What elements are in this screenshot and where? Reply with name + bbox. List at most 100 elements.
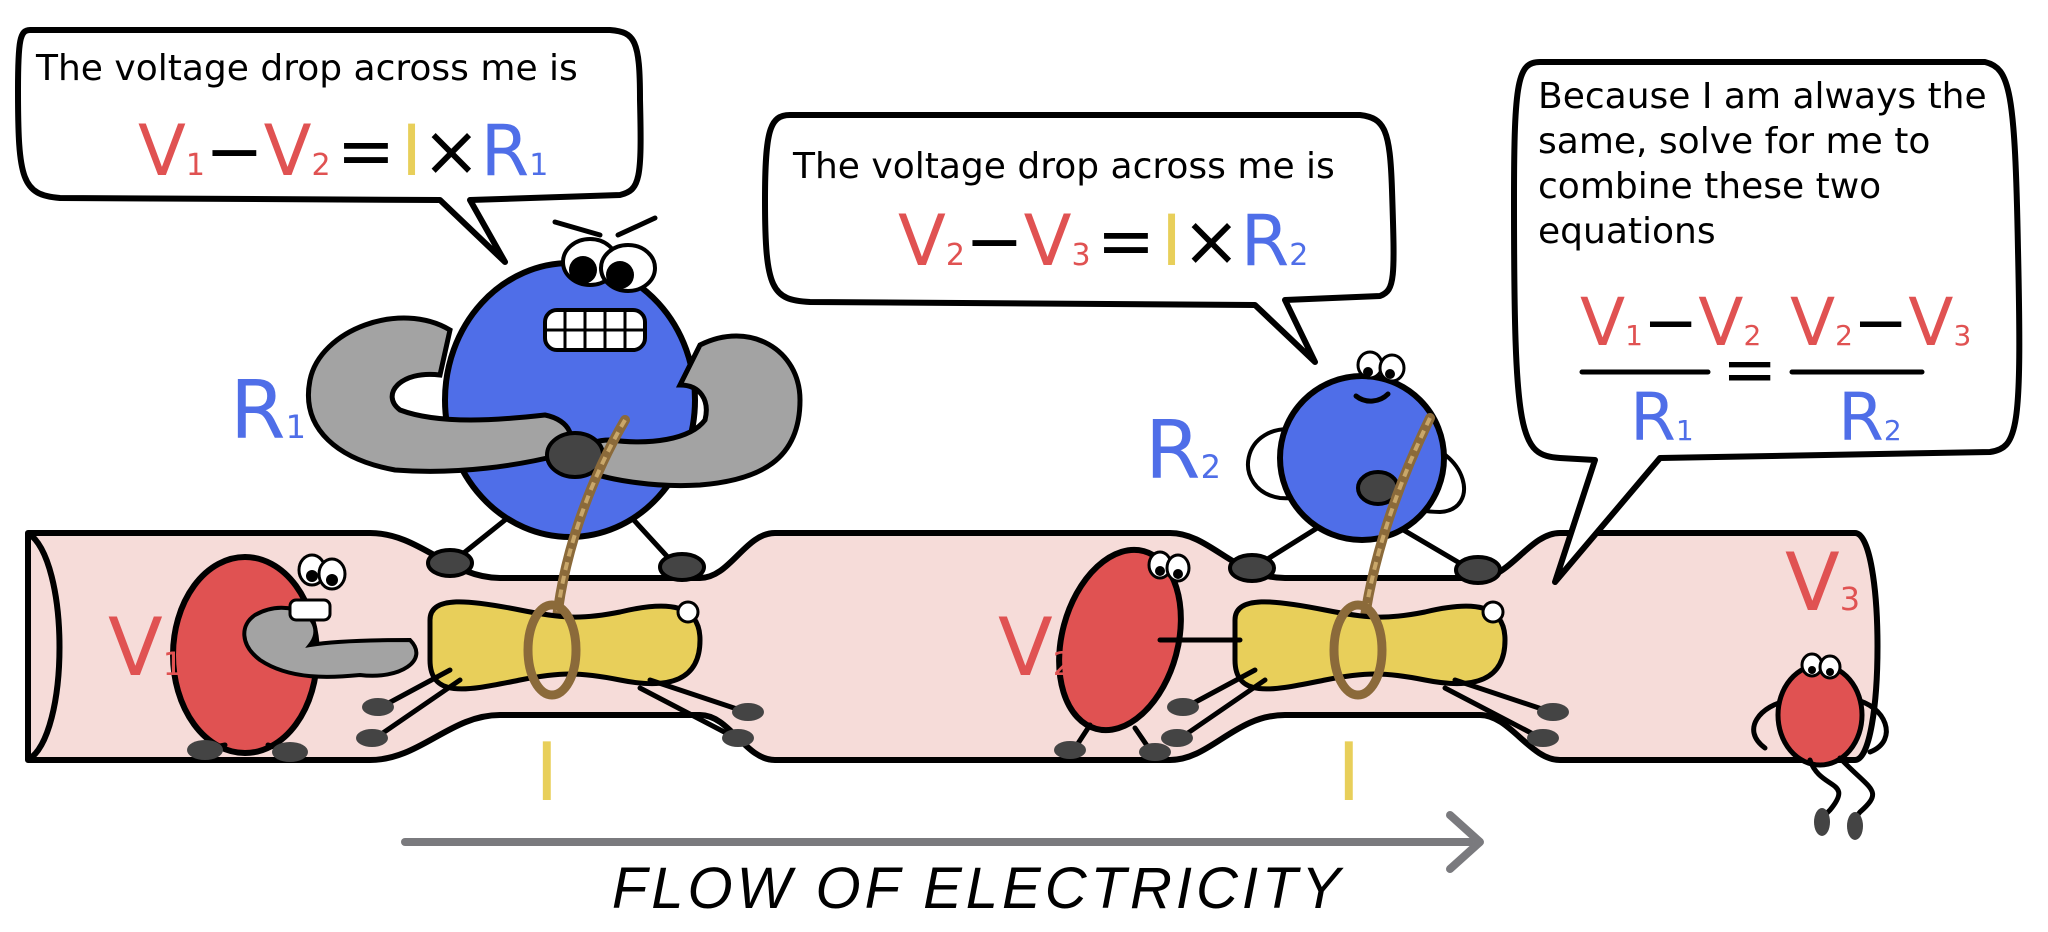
eq2-minus: − — [965, 200, 1024, 282]
resistor-r2-character — [1228, 350, 1502, 585]
eq2-v-a-sub: 2 — [946, 238, 965, 273]
bubble-current: Because I am always the same, solve for … — [1511, 59, 2023, 585]
current-b-foot-2 — [1161, 729, 1193, 747]
current-a-rope-loop — [523, 600, 581, 700]
bubble-current-line-2: same, solve for me to — [1538, 121, 1930, 162]
eq1-v-b: V — [264, 110, 312, 192]
equation-2: V2−V3=I×R2 — [898, 200, 1308, 282]
combined-right-v-b: V — [1908, 284, 1953, 361]
v1-pupil-right — [326, 574, 338, 586]
v3-pupil-right — [1826, 668, 1834, 676]
r1-arm-left — [306, 315, 574, 474]
eq1-r: R — [481, 110, 530, 192]
bubble-current-text: Because I am always the same, solve for … — [1538, 76, 1998, 252]
v1-foot-left — [187, 740, 223, 760]
combined-left-v-b: V — [1698, 284, 1743, 361]
bubble-current-shape — [1511, 59, 2023, 585]
eq1-times: × — [422, 110, 481, 192]
label-v3: V3 — [1785, 536, 1860, 629]
v1-pupil-left — [306, 570, 318, 582]
eq1-v-a: V — [138, 110, 186, 192]
current-b-eye — [1481, 600, 1505, 624]
combined-left-r: R — [1630, 379, 1676, 456]
eq2-v-a: V — [898, 200, 946, 282]
current-character-a — [356, 599, 764, 747]
v2-pupil-right — [1173, 569, 1183, 579]
label-r1: R1 — [230, 364, 306, 457]
combined-left-v-b-sub: 2 — [1743, 319, 1761, 352]
v3-body — [1775, 662, 1865, 768]
bubble-r2: The voltage drop across me is V2−V3=I×R2 — [762, 112, 1397, 365]
current-b-rope-loop — [1329, 600, 1387, 700]
combined-equation: V1−V2 R1 = V2−V3 R2 — [1579, 284, 1971, 456]
combined-left-r-sub: 1 — [1676, 414, 1694, 447]
current-b-foot-1 — [1167, 698, 1199, 716]
bubble-r1-shape — [15, 27, 644, 265]
bubble-current-line-3: combine these two — [1538, 166, 1881, 207]
current-b-leg-1 — [1187, 667, 1258, 708]
eq1-r-sub: 1 — [529, 148, 548, 183]
combined-right-r-sub: 2 — [1884, 414, 1902, 447]
current-b-body — [1232, 599, 1508, 692]
voltage-v3-character — [1751, 652, 1889, 840]
v1-arm — [242, 605, 419, 679]
eq2-r: R — [1241, 200, 1290, 282]
flow-arrow-head — [1446, 811, 1484, 873]
current-character-b — [1161, 599, 1569, 747]
current-a-leg-2 — [377, 677, 463, 738]
svg-text:V1−V2=I×R1: V1−V2=I×R1 — [138, 110, 548, 192]
voltage-v2-character — [1054, 546, 1243, 761]
label-v1: V1 — [108, 601, 183, 694]
eq2-v-b: V — [1024, 200, 1072, 282]
current-b-leg-2 — [1182, 677, 1268, 738]
r1-pupil-right — [606, 261, 634, 289]
label-v2: V2 — [998, 601, 1073, 694]
combined-equals: = — [1722, 331, 1777, 408]
svg-text:R2: R2 — [1838, 379, 1902, 456]
v3-eye-right — [1818, 654, 1842, 680]
eq2-equals: = — [1097, 200, 1156, 282]
current-a-foot-1 — [362, 698, 394, 716]
combined-left-v-a: V — [1580, 284, 1625, 361]
v1-foot-right — [272, 742, 308, 762]
bubble-current-line-4: equations — [1538, 211, 1716, 252]
label-r2: R2 — [1145, 404, 1221, 497]
label-current-a: I — [535, 726, 559, 819]
v3-foot-right — [1847, 812, 1863, 840]
svg-text:V2−V3: V2−V3 — [1790, 284, 1971, 361]
combined-right-v-a: V — [1790, 284, 1835, 361]
v2-body — [1056, 546, 1184, 734]
label-current-b: I — [1337, 726, 1361, 819]
bubble-r2-shape — [762, 112, 1397, 365]
combined-right-v-a-sub: 2 — [1835, 319, 1853, 352]
eq1-v-b-sub: 2 — [312, 148, 331, 183]
r1-foot-left — [426, 548, 474, 578]
v3-leg-left — [1807, 757, 1842, 821]
combined-right-v-b-sub: 3 — [1953, 319, 1971, 352]
r1-arm-right — [576, 333, 803, 489]
combined-right-minus: − — [1853, 284, 1908, 361]
bubble-r2-text: The voltage drop across me is — [792, 146, 1335, 187]
equation-1: V1−V2=I×R1 — [138, 110, 548, 192]
resistor-r1-character — [306, 215, 803, 582]
r2-foot-right — [1454, 555, 1502, 585]
eq2-times: × — [1182, 200, 1241, 282]
current-b-leg-3 — [1452, 677, 1548, 713]
r1-teeth-lines — [547, 311, 643, 349]
eq1-equals: = — [337, 110, 396, 192]
r1-foot-right — [658, 552, 706, 582]
eq2-current: I — [1161, 200, 1182, 282]
eq2-r-sub: 2 — [1289, 238, 1308, 273]
current-a-foot-4 — [722, 729, 754, 747]
current-b-leg-4 — [1442, 685, 1538, 738]
pipe-opening — [26, 530, 63, 763]
r2-pupil-right — [1385, 369, 1395, 379]
svg-text:R1: R1 — [1630, 379, 1694, 456]
eq1-minus: − — [205, 110, 264, 192]
current-a-leg-3 — [647, 677, 743, 713]
current-a-leg-4 — [637, 685, 733, 738]
voltage-v1-character — [170, 553, 419, 762]
v1-teeth — [288, 598, 332, 622]
v3-foot-left — [1814, 808, 1830, 836]
